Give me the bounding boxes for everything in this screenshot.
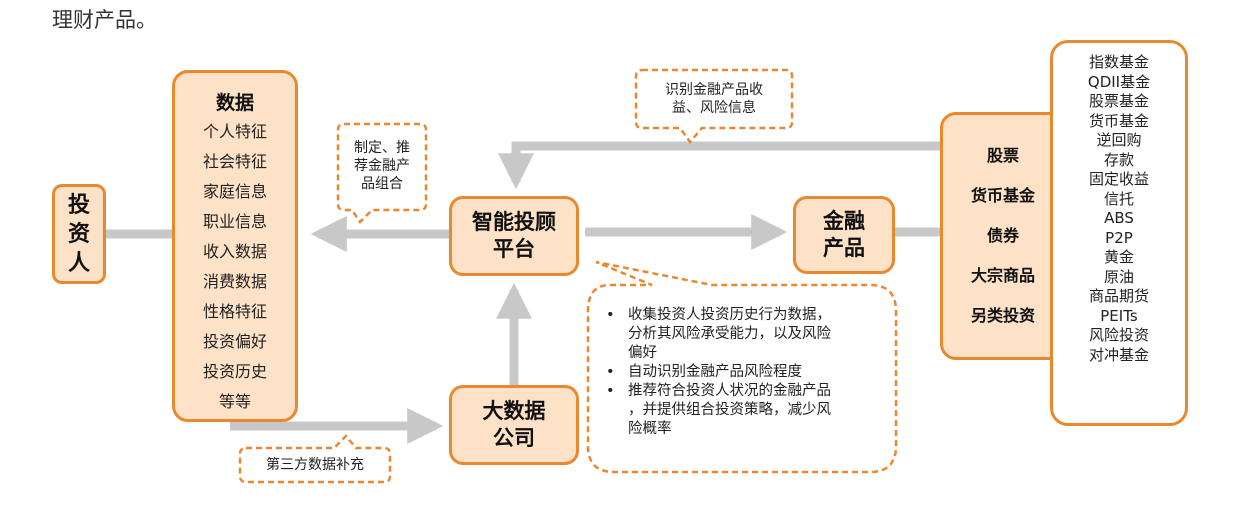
analysis-bullet-line: 偏好	[628, 345, 657, 361]
data-item: 性格特征	[202, 302, 267, 321]
product-item: QDII基金	[1087, 72, 1151, 91]
data-item: 等等	[218, 392, 251, 411]
identify-callout-line: 识别金融产品收	[665, 82, 763, 98]
category-item: 债券	[986, 226, 1019, 245]
data-box: 数据 个人特征 社会特征 家庭信息 职业信息 收入数据 消费数据 性格特征 投资…	[172, 70, 298, 422]
product-item: 货币基金	[1088, 111, 1149, 130]
third-party-callout-shape	[238, 434, 392, 484]
platform-label-line-1: 智能投顾	[472, 210, 556, 234]
product-item: 股票基金	[1088, 92, 1149, 110]
advisor-platform-box: 智能投顾 平台	[449, 196, 579, 276]
identify-callout: 识别金融产品收 益、风险信息	[638, 81, 790, 117]
investor-label-line-2: 资	[67, 221, 90, 247]
analysis-bullet-line: 推荐符合投资人状况的金融产品	[628, 383, 831, 399]
data-item: 个人特征	[202, 122, 267, 141]
product-item: 商品期货	[1088, 287, 1149, 305]
identify-callout-shape	[634, 68, 794, 145]
analysis-bullet-line: 自动识别金融产品风险程度	[628, 364, 802, 380]
data-item: 社会特征	[202, 152, 267, 171]
category-item: 另类投资	[970, 306, 1035, 325]
product-item: 固定收益	[1088, 170, 1149, 188]
analysis-bullet: • 推荐符合投资人状况的金融产品 ，并提供组合投资策略，减少风 险概率	[602, 382, 886, 439]
investor-label-line-3: 人	[67, 250, 90, 276]
third-party-callout: 第三方数据补充	[266, 457, 364, 473]
product-list-box: 指数基金 QDII基金 股票基金 货币基金 逆回购 存款 固定收益 信托 ABS…	[1050, 40, 1188, 426]
bullet-dot: •	[606, 307, 615, 323]
analysis-bullet: • 收集投资人投资历史行为数据， 分析其风险承受能力，以及风险 偏好	[602, 306, 886, 363]
recommend-callout-line: 制定、推	[354, 140, 410, 156]
product-item: PEITs	[1100, 306, 1138, 325]
analysis-bullet: • 自动识别金融产品风险程度	[602, 363, 886, 382]
recommend-callout-line: 荐金融产	[354, 158, 410, 174]
recommend-callout: 制定、推 荐金融产 品组合	[340, 139, 424, 193]
financial-products-box: 金融 产品	[793, 196, 895, 274]
finprod-label-line-1: 金融	[823, 209, 865, 233]
analysis-callout-shape	[586, 260, 898, 474]
product-item: 对冲基金	[1088, 345, 1149, 364]
analysis-bullet-line: 分析其风险承受能力，以及风险	[628, 326, 831, 342]
data-box-title: 数据	[215, 92, 254, 114]
category-item: 大宗商品	[970, 266, 1035, 285]
product-item: 原油	[1103, 267, 1134, 286]
product-item: 黄金	[1103, 248, 1134, 266]
data-item: 投资历史	[202, 362, 267, 381]
analysis-bullet-line: 收集投资人投资历史行为数据，	[628, 307, 831, 323]
analysis-callout: • 收集投资人投资历史行为数据， 分析其风险承受能力，以及风险 偏好 • 自动识…	[602, 306, 886, 439]
platform-label-line-2: 平台	[493, 237, 535, 261]
data-item: 收入数据	[202, 242, 267, 261]
analysis-bullet-line: 险概率	[628, 421, 672, 437]
product-item: 存款	[1103, 150, 1134, 169]
bigdata-label-line-2: 公司	[493, 426, 535, 450]
product-item: 逆回购	[1096, 131, 1142, 149]
feedback-arrow	[498, 141, 940, 190]
product-item: 指数基金	[1088, 53, 1149, 71]
bigdata-label-line-1: 大数据	[482, 399, 546, 423]
product-item: 信托	[1103, 189, 1134, 208]
bullet-dot: •	[606, 383, 615, 399]
category-item: 股票	[986, 146, 1019, 165]
identify-callout-line: 益、风险信息	[672, 100, 756, 116]
recommend-callout-shape	[336, 122, 428, 224]
category-item: 货币基金	[970, 186, 1035, 205]
data-item: 消费数据	[202, 272, 267, 291]
data-item: 投资偏好	[202, 332, 267, 351]
investor-label-line-1: 投	[67, 192, 90, 218]
investor-box: 投 资 人	[52, 184, 106, 284]
header-text: 理财产品。	[52, 8, 157, 32]
analysis-bullet-line: ，并提供组合投资策略，减少风	[628, 402, 831, 418]
finprod-label-line-2: 产品	[823, 236, 865, 260]
product-item: ABS	[1104, 209, 1134, 227]
data-item: 职业信息	[202, 212, 267, 231]
bigdata-company-box: 大数据 公司	[449, 385, 579, 465]
product-item: P2P	[1105, 228, 1133, 247]
recommend-callout-line: 品组合	[361, 176, 403, 192]
data-item: 家庭信息	[202, 182, 267, 201]
bullet-dot: •	[606, 364, 615, 380]
product-categories-box: 股票 货币基金 债券 大宗商品 另类投资	[940, 112, 1066, 360]
product-item: 风险投资	[1088, 326, 1149, 344]
